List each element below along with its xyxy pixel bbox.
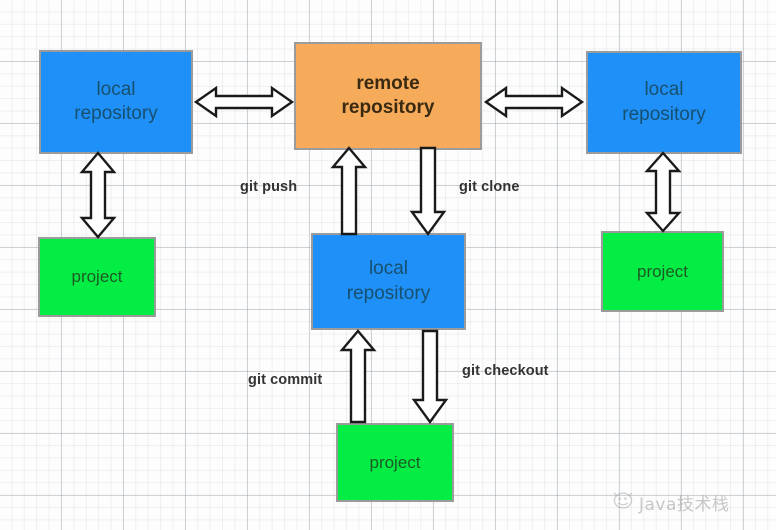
arrow-git-checkout — [411, 329, 449, 425]
arrow-git-push — [330, 146, 368, 236]
node-label: local repository — [622, 79, 706, 125]
node-label: project — [71, 267, 123, 287]
node-label: local repository — [346, 258, 431, 304]
wechat-account-avatar-icon — [612, 490, 634, 515]
node-label: remote repository — [341, 72, 435, 118]
arrow-left-local-to-remote — [193, 84, 295, 120]
node-project-bottom[interactable]: project — [336, 423, 454, 502]
node-project-left[interactable]: project — [38, 237, 156, 317]
node-label: project — [369, 452, 421, 472]
edge-label-git-clone: git clone — [459, 179, 520, 195]
edge-label-git-push: git push — [240, 179, 298, 195]
node-local-repository-right[interactable]: local repository — [586, 51, 742, 154]
node-remote-repository[interactable]: remote repository — [294, 42, 482, 150]
node-local-repository-left[interactable]: local repository — [39, 50, 193, 154]
arrow-git-clone — [409, 146, 447, 237]
node-label: local repository — [74, 78, 158, 124]
arrow-local-left-to-project-left — [78, 151, 118, 239]
node-label: project — [636, 261, 689, 281]
arrow-remote-to-right-local — [483, 84, 585, 120]
edge-label-git-commit: git commit — [248, 372, 323, 388]
watermark-text: Java技术栈 — [639, 495, 730, 515]
node-project-right[interactable]: project — [601, 231, 724, 312]
arrow-git-commit — [339, 329, 377, 424]
arrow-local-right-to-project-right — [643, 151, 683, 233]
node-local-repository-center[interactable]: local repository — [311, 233, 466, 330]
edge-label-git-checkout: git checkout — [462, 363, 549, 379]
watermark: Java技术栈 — [612, 490, 729, 515]
